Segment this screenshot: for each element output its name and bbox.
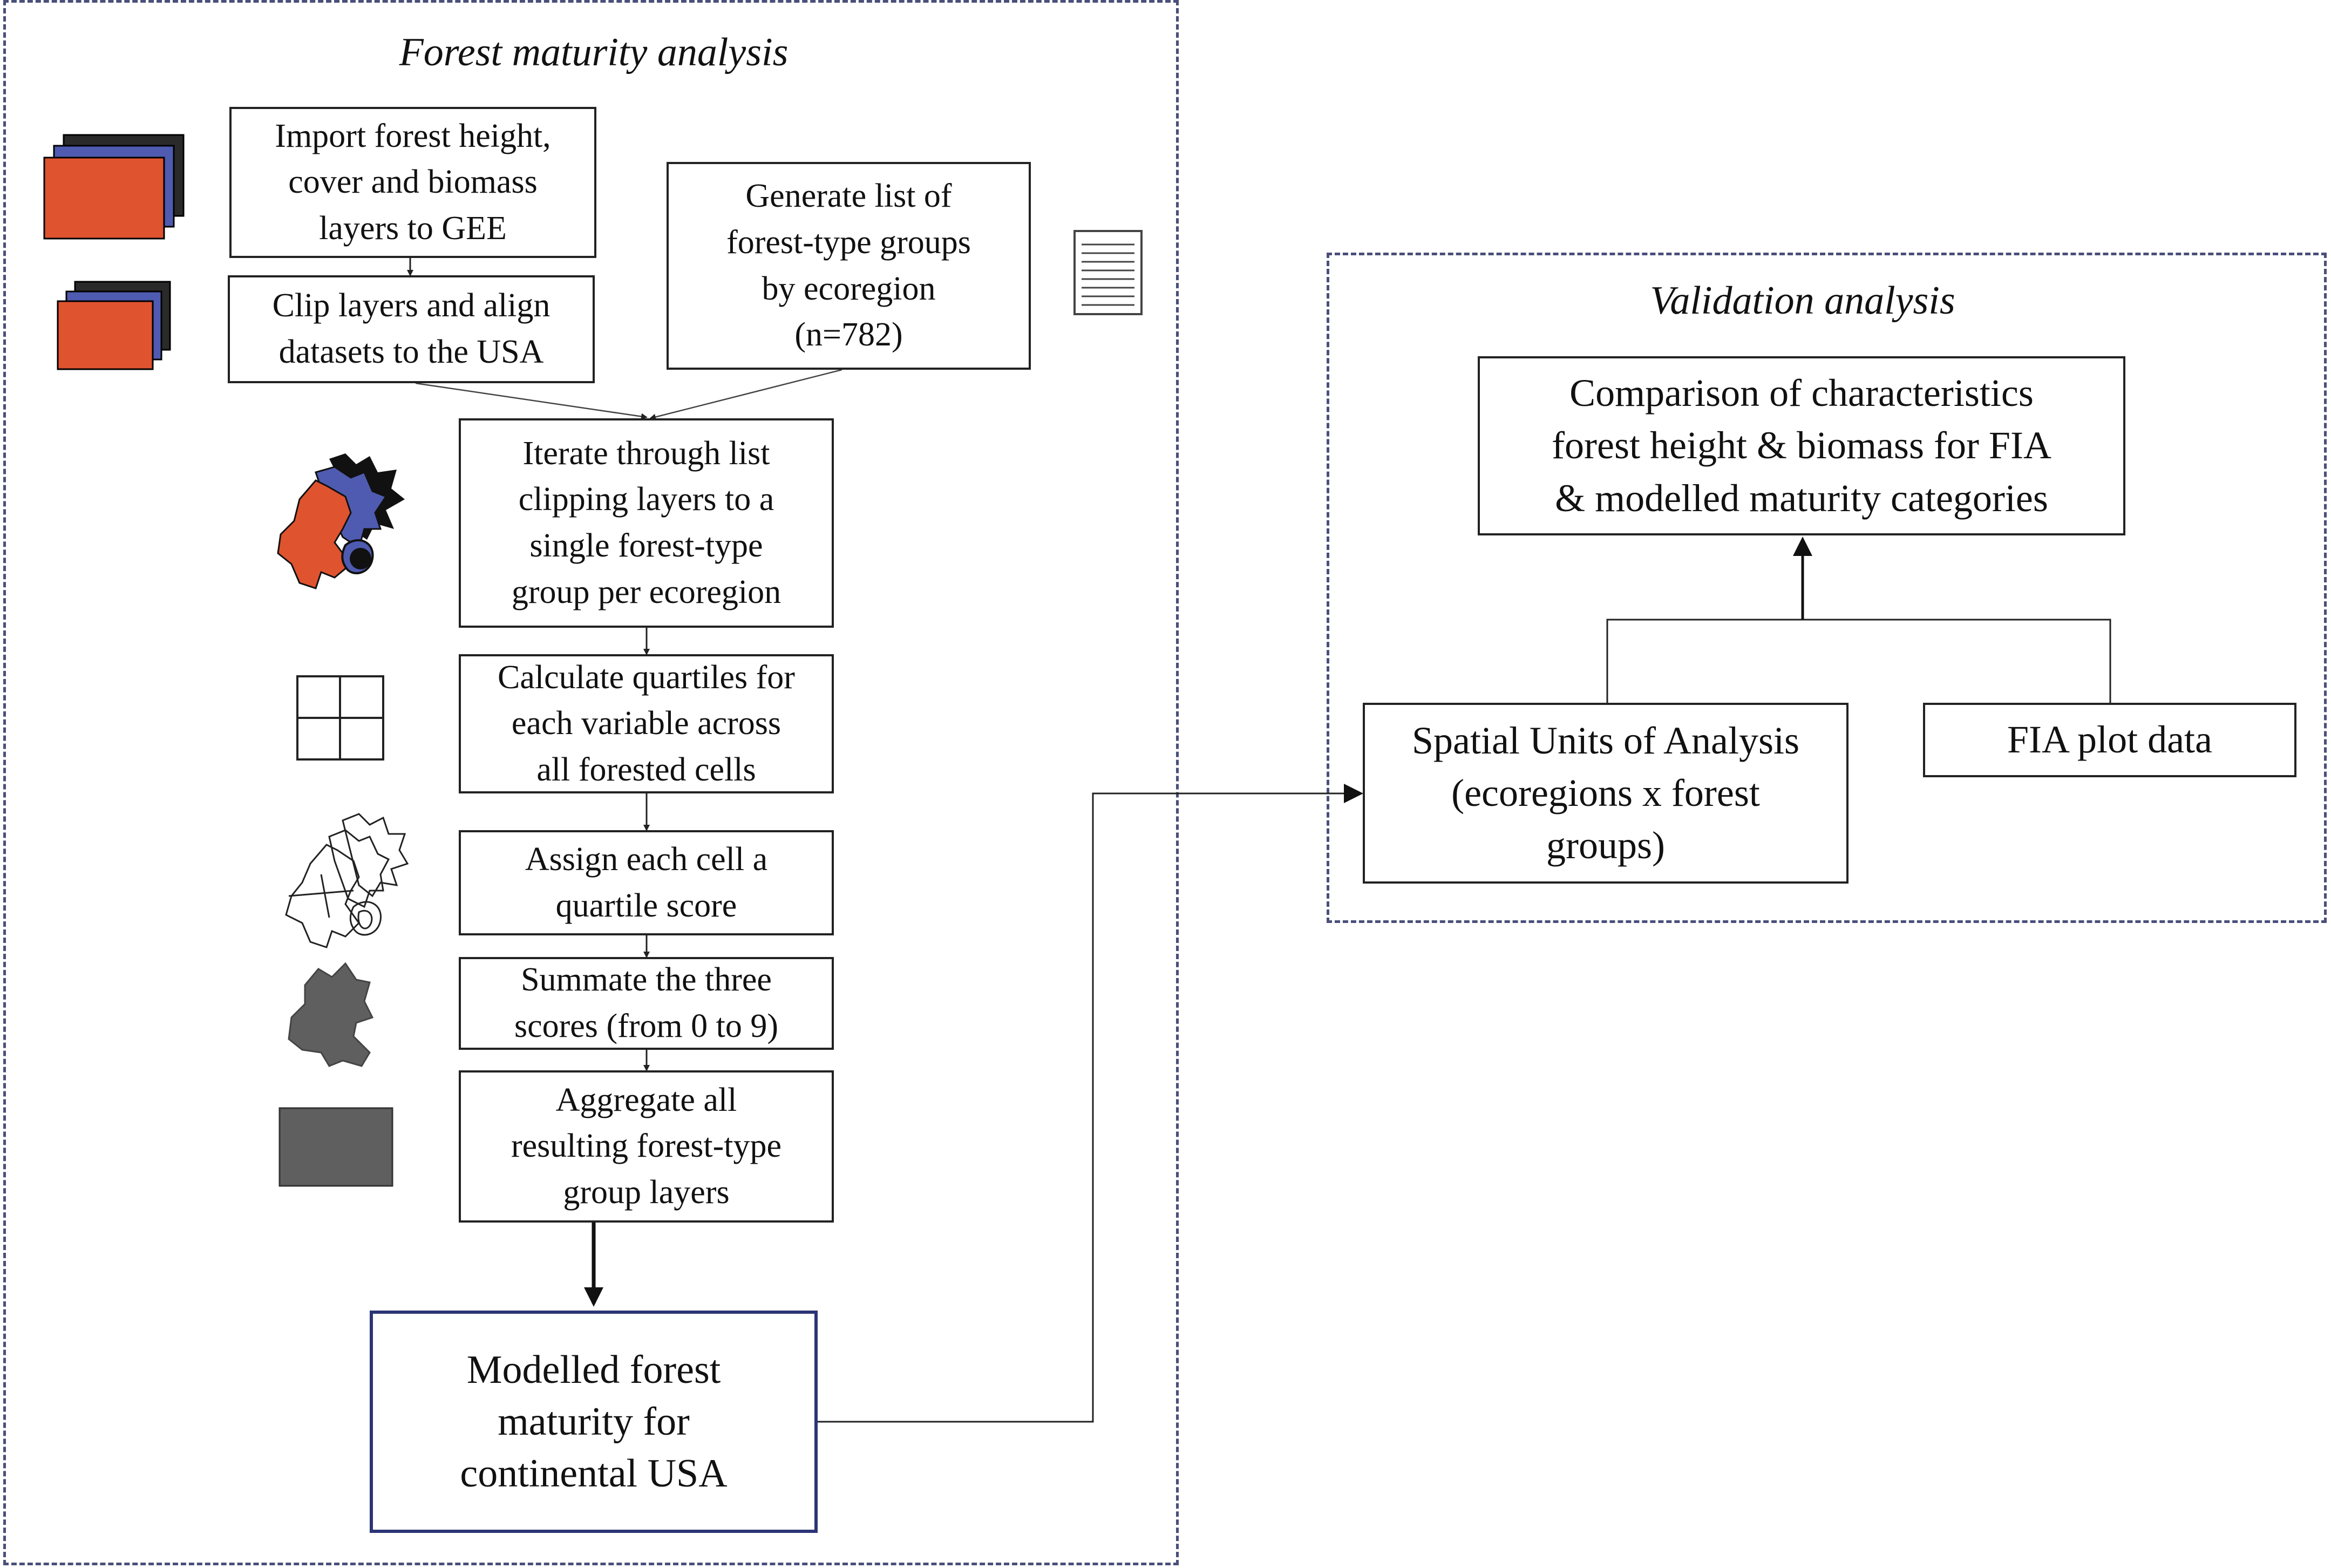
fia-plot-box: FIA plot data (1923, 703, 2296, 777)
forest-maturity-title: Forest maturity analysis (399, 30, 789, 74)
bracket-join (1606, 619, 2111, 703)
spatial-units-box: Spatial Units of Analysis(ecoregions x f… (1363, 703, 1849, 884)
layer-stack-icon (43, 134, 185, 240)
ecoregion-shape-icon (277, 453, 405, 589)
validation-title: Validation analysis (1650, 279, 1955, 323)
arrow-clip-to-iterate (415, 382, 648, 420)
forest-maturity-panel (3, 0, 1179, 1565)
document-list-icon (1073, 230, 1143, 315)
grey-raster-icon (278, 1107, 393, 1187)
quartile-grid-icon (296, 675, 384, 761)
validation-panel (1327, 253, 2327, 923)
arrow-final-to-spatial-units (818, 784, 1363, 1423)
outline-shape-icon (285, 813, 409, 948)
arrow-list-to-iterate (649, 369, 842, 420)
grey-region-icon (288, 962, 374, 1067)
layer-stack-icon (57, 281, 171, 370)
